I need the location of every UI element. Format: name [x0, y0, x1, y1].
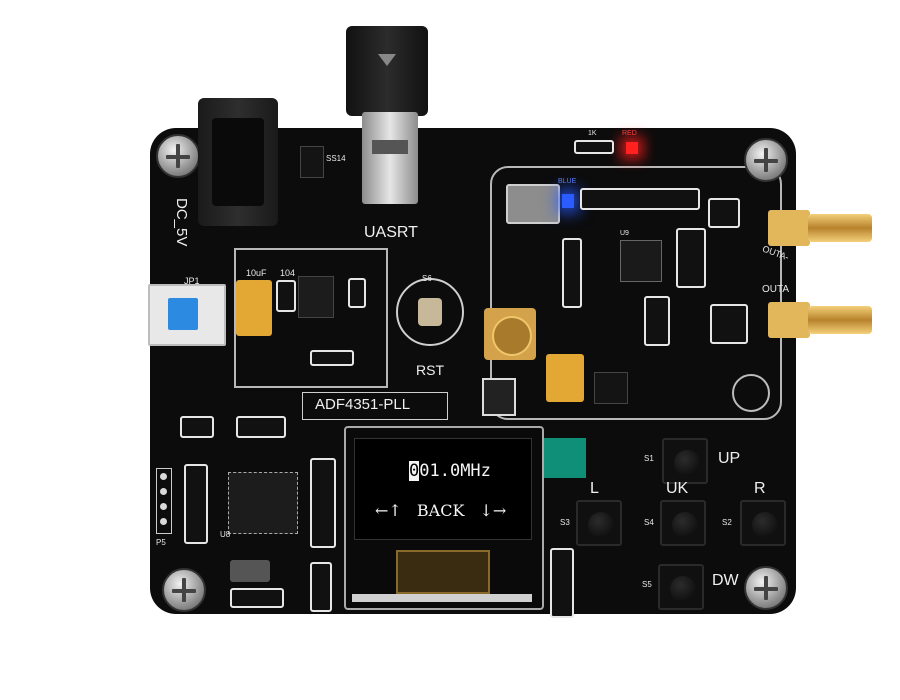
ok-button-label: UK: [666, 480, 689, 497]
crystal-oscillator: [506, 184, 560, 224]
tantalum-cap-2: [546, 354, 584, 402]
usb-plug-arrow-icon: [378, 54, 396, 66]
small-ic-1: [594, 372, 628, 404]
smd-left-4: [310, 458, 336, 548]
reset-label: RST: [416, 362, 444, 378]
smd-left-1: [180, 416, 214, 438]
adf4351-chip: [620, 240, 662, 282]
right-button-cap[interactable]: [752, 512, 778, 538]
left-button[interactable]: [576, 500, 622, 546]
sma-connector-out-a: [768, 300, 872, 340]
blue-led-label: BLUE: [558, 178, 577, 185]
usb-cable: [346, 26, 428, 116]
up-button-id: S1: [644, 454, 654, 463]
usb-connector: [362, 112, 418, 204]
dc-power-jack: [198, 98, 278, 226]
smd-array: [310, 350, 354, 366]
smd-cap-b: [348, 278, 366, 308]
ok-button-cap[interactable]: [672, 512, 698, 538]
right-button-id: S2: [722, 518, 732, 527]
jumper-label: JP1: [184, 276, 200, 286]
ok-button[interactable]: [660, 500, 706, 546]
screw-bottom-left: [162, 568, 206, 612]
power-slide-switch[interactable]: [148, 284, 226, 346]
smd-left-6: [310, 562, 332, 612]
inductor: [230, 560, 270, 582]
usb-label: UASRT: [364, 224, 418, 241]
oled-screen: 001.0MHz ←↑ BACK ↓→: [354, 438, 532, 540]
slide-switch-knob[interactable]: [168, 298, 198, 330]
smd-rf-4: [710, 304, 748, 344]
smd-rf-2: [676, 228, 706, 288]
oled-edge: [352, 594, 532, 602]
regulator-ic: [298, 276, 334, 318]
reset-button-ring[interactable]: [396, 278, 464, 346]
down-button-cap[interactable]: [670, 576, 696, 602]
chip-label: U9: [620, 230, 629, 237]
down-button[interactable]: [658, 564, 704, 610]
oled-nav-right: ↓→: [479, 501, 507, 520]
transistor-label: SS14: [326, 154, 346, 163]
cap-104-label: 104: [280, 268, 296, 278]
ok-button-id: S4: [644, 518, 654, 527]
wireless-logo: [732, 374, 770, 412]
tantalum-cap-1: [236, 280, 272, 336]
oled-flex-cable: [396, 550, 490, 594]
up-button-label: UP: [718, 450, 741, 467]
smd-row-top: [580, 188, 700, 210]
down-button-label: DW: [712, 572, 739, 589]
oled-frequency: 001.0MHz: [409, 461, 491, 481]
down-button-id: S5: [642, 580, 652, 589]
smd-left-2: [236, 416, 286, 438]
screw-top-right: [744, 138, 788, 182]
resistor-1k-label: 1K: [588, 130, 597, 137]
cap-10uf-label: 10uF: [246, 268, 267, 278]
oled-module: 001.0MHz ←↑ BACK ↓→: [344, 426, 544, 610]
smd-left-3: [184, 464, 208, 544]
led-resistor-top: [574, 140, 614, 154]
red-led-label: RED: [622, 130, 637, 137]
smd-rf-1: [562, 238, 582, 308]
blue-led: [562, 194, 574, 208]
smd-rf-5: [708, 198, 740, 228]
up-button[interactable]: [662, 438, 708, 484]
rf-section-outline: [490, 166, 782, 420]
mcu-label: U8: [220, 530, 231, 539]
module-label: ADF4351-PLL: [315, 396, 411, 413]
sma-connector-out-b: [768, 208, 872, 248]
transistor-q1: [300, 146, 324, 178]
oled-frequency-rest: 01.0MHz: [419, 461, 491, 481]
reset-button-id: S6: [422, 274, 432, 283]
header-label: P5: [156, 538, 166, 547]
power-section-outline: [234, 248, 388, 388]
output-a-label: OUTA: [762, 284, 790, 295]
right-button[interactable]: [740, 500, 786, 546]
left-button-id: S3: [560, 518, 570, 527]
mcu-chip: [228, 472, 298, 534]
sma-connector-center: [484, 308, 536, 360]
right-button-label: R: [754, 480, 766, 497]
screw-bottom-right: [744, 566, 788, 610]
smd-rf-3: [644, 296, 670, 346]
smd-bottom-1: [550, 548, 574, 618]
oled-back-label: BACK: [416, 501, 465, 520]
smd-cap-a: [276, 280, 296, 312]
smd-left-5: [230, 588, 284, 608]
small-ic-2: [482, 378, 516, 416]
reset-button[interactable]: [418, 298, 442, 326]
screw-top-left: [156, 134, 200, 178]
red-led: [626, 142, 638, 154]
power-label: DC_5V: [173, 198, 190, 247]
left-button-label: L: [590, 480, 599, 497]
oled-nav-row: ←↑ BACK ↓→: [375, 501, 506, 520]
module-label-box: ADF4351-PLL: [302, 392, 448, 420]
oled-nav-left: ←↑: [375, 501, 402, 520]
oled-cursor-digit: 0: [409, 461, 420, 481]
pcb-board: DC_5V UASRT SS14 JP1 10uF 104 S6 RST ADF…: [150, 128, 796, 618]
pin-header: [156, 468, 172, 534]
up-button-cap[interactable]: [674, 450, 700, 476]
oled-protective-tab: [544, 438, 586, 478]
left-button-cap[interactable]: [588, 512, 614, 538]
